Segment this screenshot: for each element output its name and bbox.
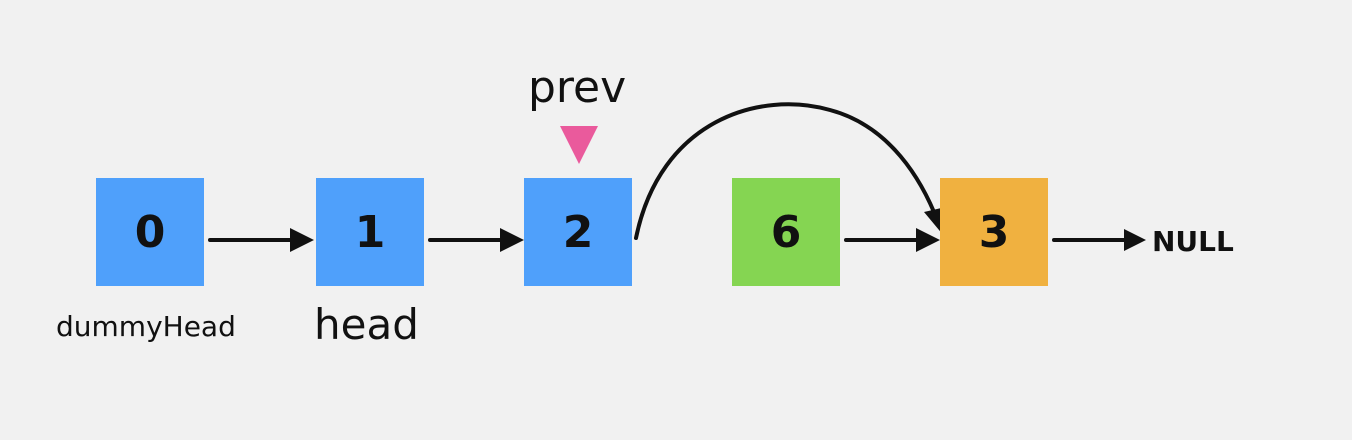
label-prev: prev: [528, 62, 627, 113]
label-null: NULL: [1152, 225, 1234, 258]
edge-6-to-3: [844, 228, 940, 252]
node-0: 0: [96, 178, 204, 286]
prev-pointer-triangle: [560, 126, 598, 164]
edge-3-to-null: [1052, 229, 1146, 251]
node-1: 1: [316, 178, 424, 286]
edge-0-to-1: [208, 228, 314, 252]
label-dummy-head: dummyHead: [56, 310, 236, 343]
node-2: 2: [524, 178, 632, 286]
node-6: 6: [732, 178, 840, 286]
node-3: 3: [940, 178, 1048, 286]
edge-1-to-2: [428, 228, 524, 252]
label-head: head: [314, 300, 419, 349]
